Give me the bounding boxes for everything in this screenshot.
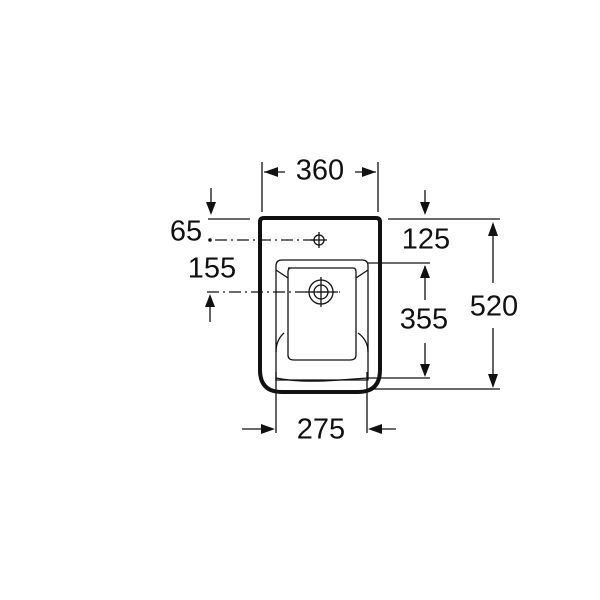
- basin-inner: [287, 267, 357, 361]
- bidet-outer-outline: [258, 216, 382, 394]
- dim-label-355: 355: [400, 304, 448, 336]
- dim-label-360: 360: [296, 155, 344, 187]
- dimension-overall-depth: 520: [370, 222, 518, 390]
- dim-label-65: 65: [170, 216, 202, 248]
- basin-rim: [275, 259, 369, 381]
- dim-label-155: 155: [188, 253, 236, 285]
- dimension-left-offsets: 65 155: [170, 188, 340, 322]
- dimension-overall-width: 360: [261, 155, 379, 212]
- dim-label-125: 125: [402, 224, 450, 256]
- dim-label-275: 275: [297, 414, 345, 446]
- basin-slope: [275, 269, 369, 382]
- dim-label-520: 520: [470, 291, 518, 323]
- dimension-right-inner: 125 355: [368, 190, 500, 379]
- dimension-bowl-width: 275: [242, 372, 396, 446]
